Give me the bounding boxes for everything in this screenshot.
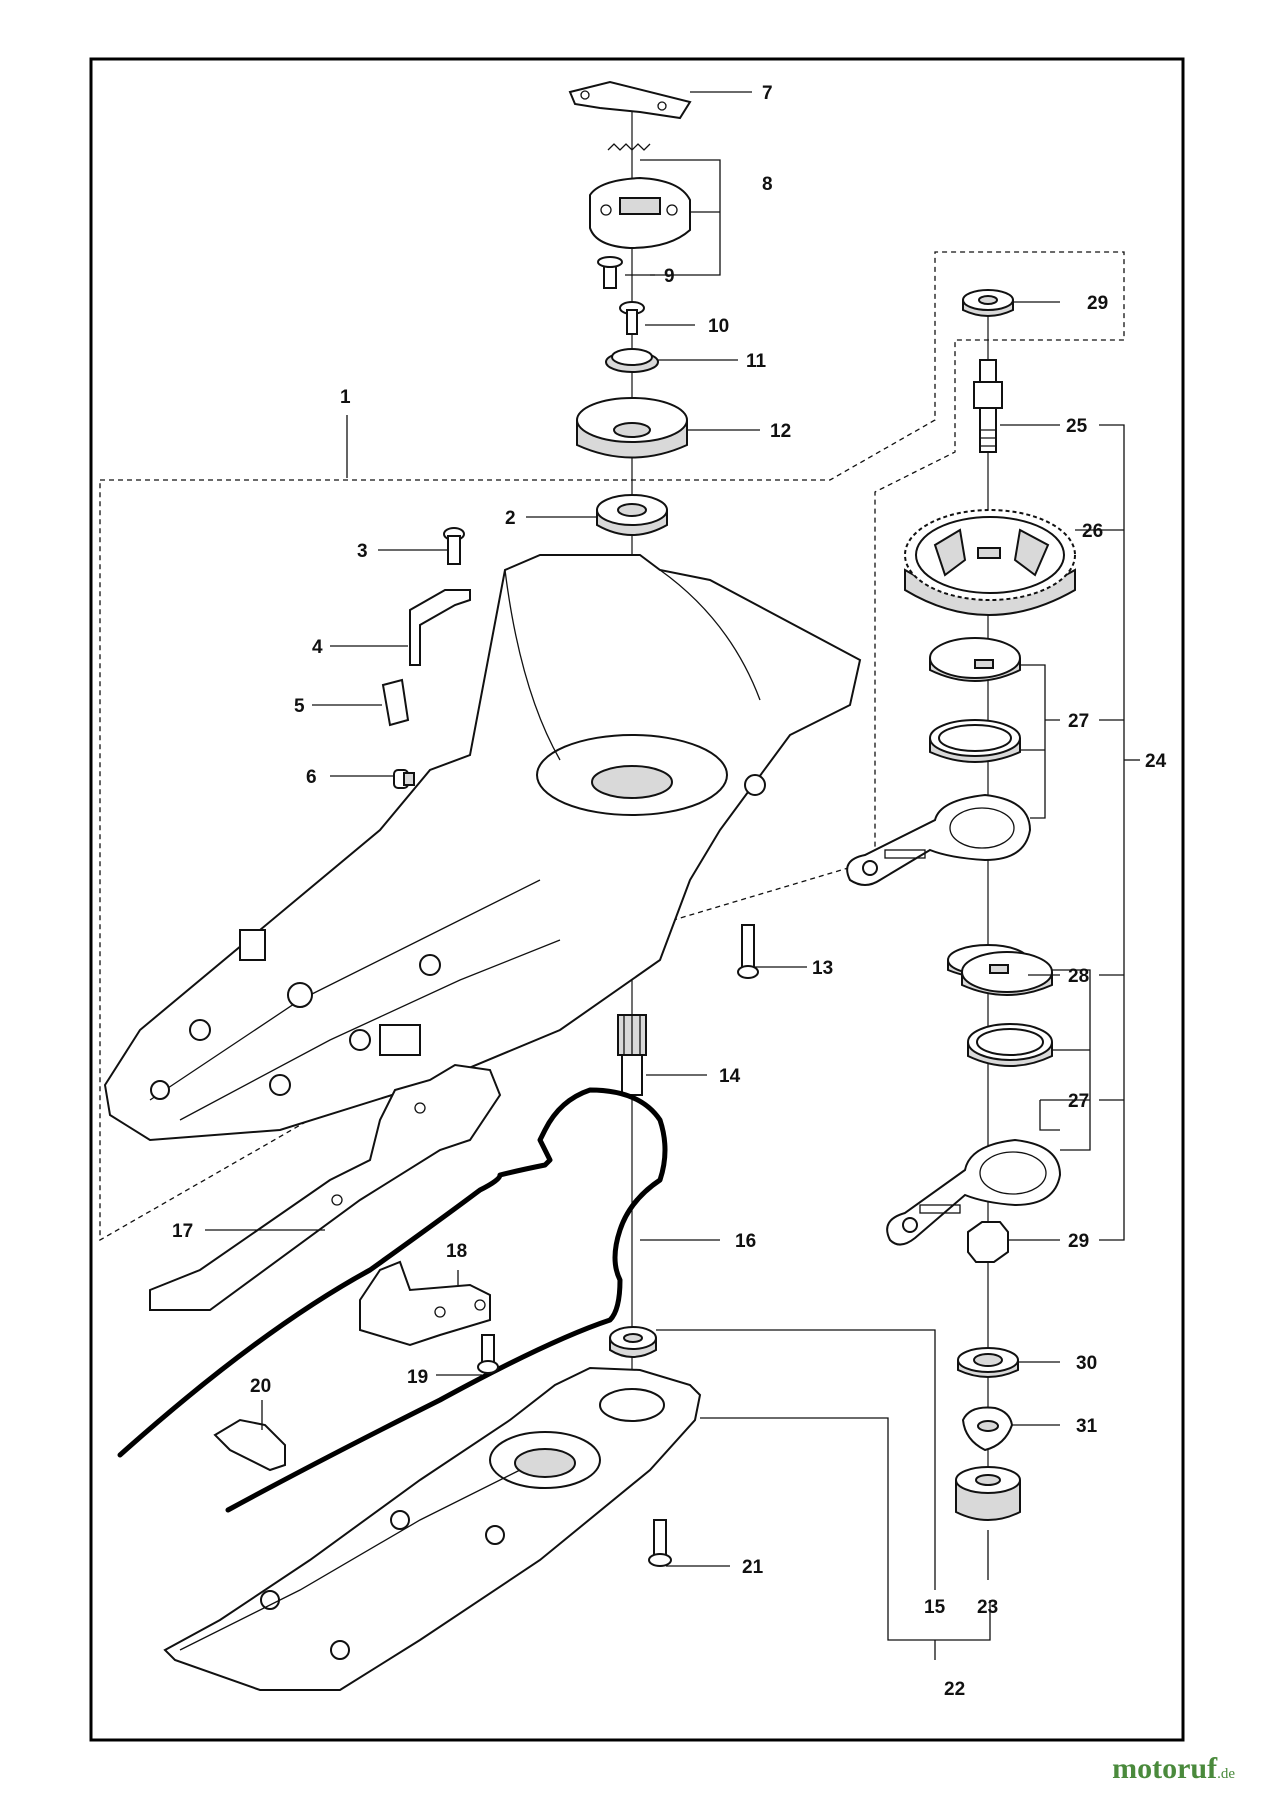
callout-21: 21: [742, 1557, 764, 1578]
part-32-spring-washer: [961, 1406, 1014, 1452]
part-27-disc-bottom: [961, 951, 1053, 996]
callout-24: 24: [1145, 751, 1167, 772]
part-15-bearing: [609, 1326, 657, 1358]
callout-28: 28: [1068, 966, 1089, 987]
part-19-screw: [477, 1334, 499, 1374]
brand-watermark: motoruf.de: [1112, 1752, 1235, 1786]
part-20-clip: [213, 1418, 286, 1472]
callout-12: 12: [770, 421, 791, 442]
leader-lines: [205, 91, 1140, 1660]
callout-11: 11: [746, 351, 767, 372]
part-1-gear-housing: [103, 554, 862, 1142]
callout-26: 26: [1082, 521, 1103, 542]
part-23-bearing: [955, 1466, 1021, 1521]
callout-27-top: 27: [1068, 711, 1089, 732]
brand-name: motoruf: [1112, 1752, 1218, 1785]
part-14-pinion: [617, 1014, 647, 1096]
callout-23: 23: [977, 1597, 998, 1618]
part-2-bearing: [596, 494, 668, 536]
part-27-disc-top: [929, 637, 1021, 682]
callout-7: 7: [762, 83, 773, 104]
part-11-cap: [605, 348, 659, 373]
callout-4: 4: [312, 637, 323, 658]
part-25-shaft: [973, 359, 1003, 453]
callout-32: 31: [1076, 1416, 1098, 1437]
part-7-plate: [568, 80, 692, 120]
callout-9: 9: [664, 266, 675, 287]
part-6-nipple: [393, 769, 415, 789]
part-3-screw: [443, 527, 465, 565]
callout-labels: 7 8 9 10 11 12 1 2 3 4 5 6 13 14 17 16 1…: [172, 83, 1167, 1700]
part-5-clip: [381, 678, 410, 727]
callout-2: 2: [505, 508, 516, 529]
part-26-gear: [904, 509, 1076, 616]
part-17-plate: [149, 1063, 502, 1311]
callout-14: 14: [719, 1066, 741, 1087]
callout-1: 1: [340, 387, 351, 408]
callout-3: 3: [357, 541, 368, 562]
callout-25: 25: [1066, 416, 1088, 437]
callout-17: 17: [172, 1221, 193, 1242]
callout-5: 5: [294, 696, 305, 717]
part-31-washer: [957, 1347, 1019, 1378]
callout-22: 22: [944, 1679, 965, 1700]
callout-31: 30: [1076, 1353, 1097, 1374]
part-29-nut: [967, 1221, 1009, 1263]
diagram-frame: [89, 57, 1185, 1742]
callout-16: 16: [735, 1231, 756, 1252]
part-27-arm-top: [846, 793, 1032, 886]
part-27-needle-bearing-top: [929, 719, 1021, 763]
callout-19: 19: [407, 1367, 428, 1388]
callout-15: 15: [924, 1597, 946, 1618]
part-21-screw: [648, 1519, 672, 1567]
part-30-washer: [962, 289, 1014, 317]
part-10-screw: [619, 301, 645, 335]
part-9-screw: [597, 256, 623, 289]
callout-6: 6: [306, 767, 317, 788]
callout-10: 10: [708, 316, 729, 337]
callout-30: 29: [1087, 293, 1108, 314]
callout-8: 8: [762, 174, 773, 195]
part-12-cup: [576, 397, 688, 459]
part-18-bracket: [359, 1260, 491, 1347]
part-15-cover: [163, 1366, 702, 1691]
part-8-switch-block: [589, 143, 691, 250]
callout-29: 29: [1068, 1231, 1089, 1252]
part-27-needle-bearing-bottom: [967, 1023, 1053, 1067]
part-13-screw: [737, 924, 759, 979]
callout-27-bottom: 27: [1068, 1091, 1089, 1112]
part-27-arm-bottom: [886, 1138, 1062, 1246]
part-4-bracket: [409, 589, 471, 666]
brand-suffix: .de: [1217, 1766, 1235, 1782]
callout-18: 18: [446, 1241, 467, 1262]
callout-13: 13: [812, 958, 833, 979]
part-16-belt: [117, 1087, 668, 1513]
callout-20: 20: [250, 1376, 271, 1397]
